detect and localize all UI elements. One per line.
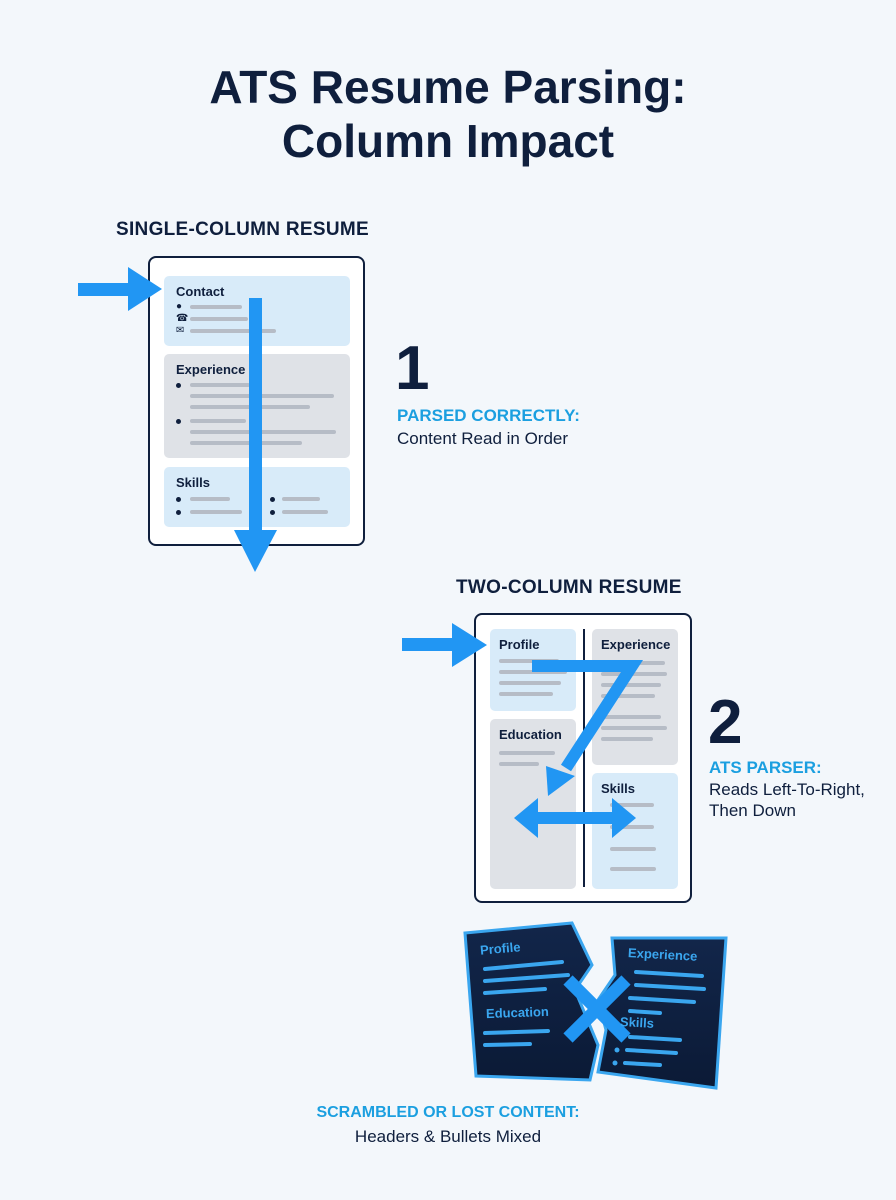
entry-arrow-two bbox=[402, 623, 487, 667]
person-icon: ● bbox=[176, 301, 183, 312]
text-line bbox=[190, 441, 302, 445]
text-line bbox=[601, 737, 653, 741]
text-line bbox=[499, 681, 561, 685]
step-number-2: 2 bbox=[708, 688, 743, 757]
cross-mark-icon bbox=[563, 975, 631, 1043]
text-line bbox=[499, 692, 553, 696]
entry-arrow-single bbox=[78, 267, 162, 311]
single-caption-body: Content Read in Order bbox=[397, 429, 569, 448]
skills-heading: Skills bbox=[176, 475, 210, 490]
title-line-1: ATS Resume Parsing: bbox=[209, 61, 687, 113]
fragment-education-label: Education bbox=[485, 1003, 550, 1022]
text-line bbox=[610, 867, 656, 871]
text-line bbox=[190, 329, 276, 333]
read-order-arrow-down bbox=[234, 298, 277, 572]
education-heading: Education bbox=[499, 727, 562, 742]
experience-heading: Experience bbox=[176, 362, 246, 377]
bullet bbox=[176, 510, 181, 515]
profile-heading: Profile bbox=[499, 637, 540, 652]
step-number-1: 1 bbox=[395, 334, 430, 403]
two-column-label: TWO-COLUMN RESUME bbox=[456, 577, 682, 598]
text-line bbox=[190, 317, 248, 321]
experience-heading: Experience bbox=[601, 637, 671, 652]
bullet bbox=[176, 497, 181, 502]
double-horizontal-arrow bbox=[514, 798, 636, 838]
single-caption-heading: PARSED CORRECTLY: bbox=[397, 406, 580, 425]
bullet bbox=[176, 419, 181, 424]
experience-block: Experience bbox=[592, 629, 678, 765]
text-line bbox=[190, 305, 242, 309]
text-line bbox=[601, 672, 667, 676]
text-line bbox=[190, 510, 242, 514]
contact-heading: Contact bbox=[176, 284, 225, 299]
mail-icon: ✉ bbox=[176, 325, 185, 336]
text-line bbox=[282, 510, 328, 514]
bullet bbox=[176, 383, 181, 388]
text-line bbox=[610, 803, 654, 807]
text-line bbox=[499, 659, 559, 663]
text-line bbox=[282, 497, 320, 501]
text-line bbox=[190, 497, 230, 501]
text-line bbox=[601, 683, 661, 687]
text-line bbox=[601, 726, 667, 730]
two-caption-body-2: Then Down bbox=[709, 801, 796, 820]
text-line bbox=[601, 694, 655, 698]
scrambled-right-fragment bbox=[596, 936, 728, 1090]
text-line bbox=[190, 383, 250, 387]
bullet bbox=[270, 497, 275, 502]
scrambled-caption-heading: SCRAMBLED OR LOST CONTENT: bbox=[316, 1104, 580, 1121]
text-line bbox=[190, 430, 336, 434]
text-line bbox=[190, 419, 246, 423]
two-caption-body-1: Reads Left-To-Right, bbox=[709, 780, 865, 799]
fragment-skills-label: Skills bbox=[619, 1014, 655, 1031]
text-line bbox=[610, 825, 654, 829]
bullet bbox=[270, 510, 275, 515]
z-read-path-arrow bbox=[532, 660, 644, 796]
two-column-resume: Profile Education Experience Skills bbox=[474, 613, 692, 903]
two-caption-heading: ATS PARSER: bbox=[709, 758, 822, 777]
title-line-2: Column Impact bbox=[281, 115, 615, 167]
text-line bbox=[601, 715, 661, 719]
skills-block: Skills bbox=[592, 773, 678, 889]
column-divider bbox=[583, 629, 585, 887]
education-block: Education bbox=[490, 719, 576, 889]
scrambled-caption-body: Headers & Bullets Mixed bbox=[354, 1127, 542, 1146]
text-line bbox=[499, 762, 539, 766]
text-line bbox=[610, 847, 656, 851]
page-title: ATS Resume Parsing: Column Impact bbox=[0, 60, 896, 168]
phone-icon: ☎ bbox=[176, 313, 189, 324]
skills-heading: Skills bbox=[601, 781, 635, 796]
single-column-label: SINGLE-COLUMN RESUME bbox=[116, 219, 369, 240]
text-line bbox=[499, 751, 555, 755]
